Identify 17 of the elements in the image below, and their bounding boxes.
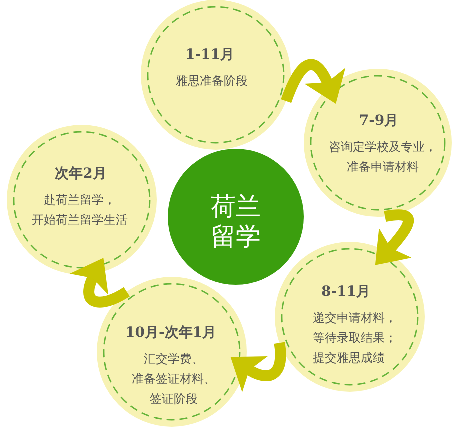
stage-circle [97,277,247,427]
stage-date: 7-9月 [359,112,399,131]
stage-description: 赴荷兰留学，开始荷兰留学生活 [30,192,129,229]
stage-description: 咨询定学校及专业，准备申请材料 [328,139,438,176]
stage-circle [141,0,291,150]
stage-circle [275,242,425,392]
stage-description: 雅思准备阶段 [174,73,249,90]
stage-circle [7,125,157,275]
stage-date: 10月-次年1月 [125,324,217,343]
stage-date: 1-11月 [185,46,235,65]
center-circle [168,149,304,285]
center-label: 荷兰留学 [211,192,261,252]
stage-description: 递交申请材料，等待录取结果；提交雅思成绩 [312,310,398,367]
stage-description: 汇交学费、准备签证材料、签证阶段 [130,351,217,408]
stage-date: 8-11月 [321,283,371,302]
stage-circle [304,69,452,217]
stage-date: 次年2月 [55,165,107,184]
